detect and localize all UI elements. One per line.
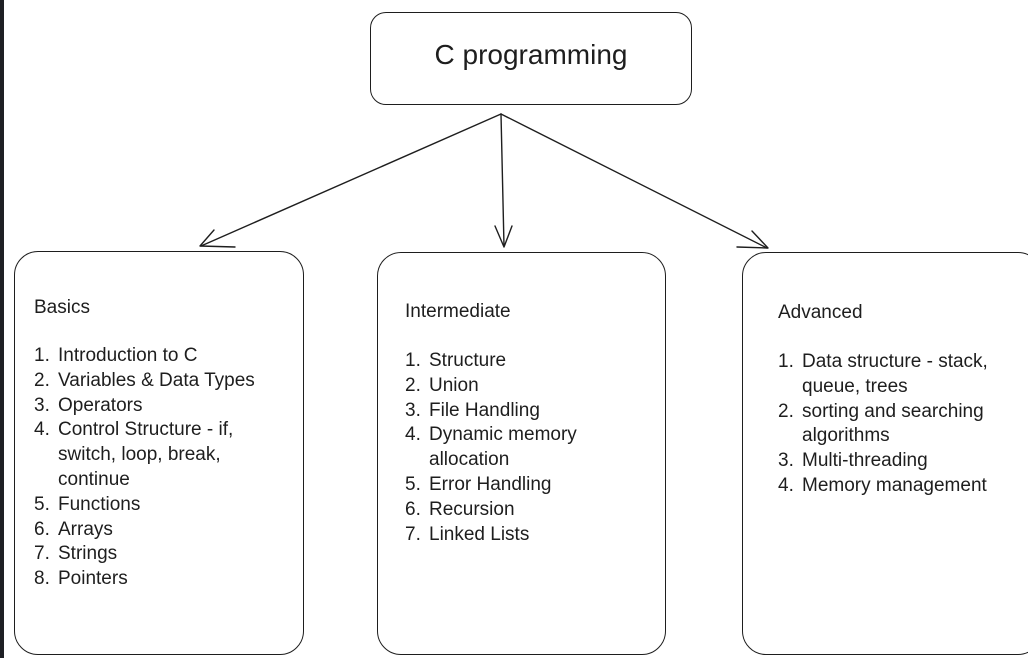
list-item: 4. Dynamic memory allocation (405, 423, 577, 473)
list-item-text: Operators (58, 394, 143, 416)
level-heading-intermediate: Intermediate (405, 301, 511, 322)
arrow-root-to-intermediate (494, 113, 513, 248)
list-item-text: Data structure - stack, (802, 351, 988, 372)
list-item-number: 3. (405, 399, 421, 421)
list-item: 4. Control Structure - if, switch, loop, b… (34, 418, 255, 492)
list-item-number: 3. (778, 450, 794, 472)
list-item: 8. Pointers (34, 567, 255, 592)
list-item-text: Union (429, 374, 479, 396)
list-item: 5. Error Handling (405, 473, 577, 498)
level-list-advanced: 1. Data structure - stack, queue, trees 2. s… (778, 350, 988, 499)
list-item-text: Control Structure - if, (58, 419, 234, 441)
list-item-body: Recursion (429, 498, 515, 523)
list-item-number: 7. (34, 543, 50, 565)
list-item: 3. File Handling (405, 399, 577, 424)
arrow-root-to-advanced (500, 113, 769, 249)
list-item-text: allocation (429, 449, 510, 471)
list-item: 3. Operators (34, 394, 255, 419)
list-item-body: Data structure - stack, queue, trees (802, 350, 988, 400)
list-item-text: Linked Lists (429, 523, 530, 545)
list-item: 2. Variables & Data Types (34, 369, 255, 394)
list-item-text: Introduction to C (58, 345, 198, 366)
level-heading-basics: Basics (34, 297, 90, 318)
list-item-number: 4. (34, 419, 50, 441)
level-list-intermediate: 1. Structure 2. Union 3. File Handling 4. Dynam… (405, 349, 577, 547)
list-item-body: Functions (58, 493, 140, 518)
list-item-text: Recursion (429, 498, 515, 520)
list-item-text: Dynamic memory (429, 424, 577, 446)
list-item-number: 3. (34, 394, 50, 416)
list-item: 2. Union (405, 374, 577, 399)
list-item: 6. Arrays (34, 518, 255, 543)
list-item-text: sorting and searching (802, 400, 984, 422)
list-item: 7. Strings (34, 542, 255, 567)
list-item-body: Union (429, 374, 479, 399)
root-node: C programming (370, 12, 692, 105)
list-item: 5. Functions (34, 493, 255, 518)
list-item-text: Variables & Data Types (58, 369, 255, 391)
list-item-text: Arrays (58, 518, 113, 540)
list-item-body: Control Structure - if, switch, loop, bre… (58, 418, 233, 492)
level-box-basics: Basics 1. Introduction to C 2. Variables & … (14, 251, 304, 655)
list-item-body: Arrays (58, 518, 113, 543)
list-item-body: Pointers (58, 567, 128, 592)
list-item-text: Memory management (802, 474, 987, 496)
list-item-text: Structure (429, 350, 507, 371)
list-item: 6. Recursion (405, 498, 577, 523)
list-item-body: sorting and searching algorithms (802, 400, 984, 450)
list-item: 1. Introduction to C (34, 344, 255, 369)
list-item-text: switch, loop, break, (58, 444, 221, 466)
root-title: C programming (434, 38, 628, 70)
list-item-text: Functions (58, 493, 141, 515)
list-item-body: Introduction to C (58, 344, 197, 369)
list-item-number: 4. (405, 424, 421, 446)
list-item-text: Strings (58, 543, 118, 565)
list-item-number: 5. (405, 473, 421, 495)
list-item-number: 7. (405, 523, 421, 545)
level-box-advanced: Advanced 1. Data structure - stack, queue,… (742, 252, 1028, 655)
list-item-body: Dynamic memory allocation (429, 423, 577, 473)
list-item-text: File Handling (429, 399, 540, 421)
list-item-body: Multi-threading (802, 449, 928, 474)
list-item-text: Pointers (58, 568, 128, 590)
list-item-number: 2. (34, 369, 50, 391)
list-item-body: Strings (58, 542, 117, 567)
arrow-root-to-basics (199, 113, 502, 248)
list-item-number: 5. (34, 493, 50, 515)
list-item-text: queue, trees (802, 375, 908, 397)
list-item-number: 1. (34, 345, 50, 366)
list-item-body: Memory management (802, 474, 987, 499)
connector-layer (199, 113, 769, 249)
list-item-text: algorithms (802, 425, 890, 447)
list-item-body: Variables & Data Types (58, 369, 255, 394)
list-item: 4. Memory management (778, 474, 988, 499)
list-item-body: Operators (58, 394, 142, 419)
list-item: 2. sorting and searching algorithms (778, 400, 988, 450)
list-item-body: File Handling (429, 399, 540, 424)
list-item-body: Error Handling (429, 473, 552, 498)
list-item-number: 1. (405, 350, 421, 371)
list-item-number: 2. (405, 374, 421, 396)
diagram-canvas: C programming Basics 1. Introduction to C… (4, 0, 1028, 658)
list-item-number: 4. (778, 474, 794, 496)
list-item-number: 1. (778, 351, 794, 372)
list-item-body: Linked Lists (429, 523, 529, 548)
level-box-intermediate: Intermediate 1. Structure 2. Union 3. File Ha… (377, 252, 666, 655)
list-item-number: 6. (405, 498, 421, 520)
level-list-basics: 1. Introduction to C 2. Variables & Data Ty… (34, 344, 255, 592)
list-item: 1. Data structure - stack, queue, trees (778, 350, 988, 400)
list-item-text: continue (58, 468, 130, 490)
list-item-body: Structure (429, 349, 506, 374)
level-heading-advanced: Advanced (778, 302, 863, 323)
list-item-number: 6. (34, 518, 50, 540)
list-item: 7. Linked Lists (405, 523, 577, 548)
list-item: 1. Structure (405, 349, 577, 374)
list-item-number: 8. (34, 568, 50, 590)
list-item-text: Multi-threading (802, 450, 928, 472)
list-item-text: Error Handling (429, 473, 552, 495)
list-item-number: 2. (778, 400, 794, 422)
list-item: 3. Multi-threading (778, 449, 988, 474)
